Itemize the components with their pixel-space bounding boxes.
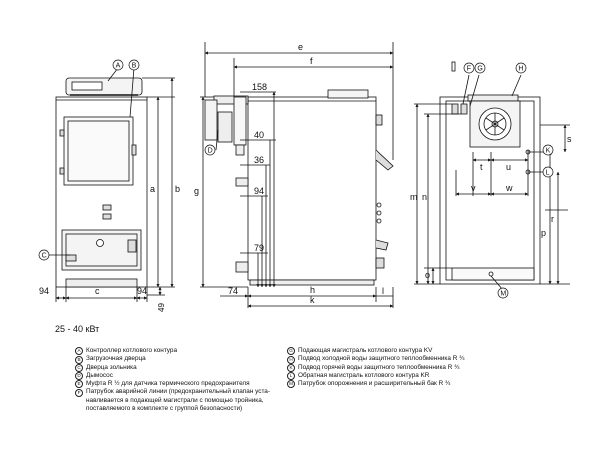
legend-text: Подвод горячей воды защитного теплообмен… (298, 363, 460, 371)
legend-marker: D (75, 372, 83, 381)
dim-p: p (541, 228, 546, 238)
dim-r: r (551, 214, 554, 224)
legend-marker: B (75, 355, 83, 364)
callout-d: D (208, 148, 213, 155)
legend-text: Подвод холодной воды защитного теплообме… (298, 355, 465, 363)
dim-o: o (425, 270, 430, 280)
dim-v: v (471, 183, 476, 193)
dim-49: 49 (157, 303, 166, 312)
legend-marker: H (287, 355, 295, 364)
legend-marker: M (287, 380, 295, 389)
dim-f: f (310, 56, 313, 66)
power-range-caption: 25 - 40 кВт (55, 324, 100, 334)
dim-40: 40 (254, 130, 264, 140)
legend-text: Муфта R ½ для датчика термического предо… (86, 380, 250, 388)
dim-a: a (150, 184, 155, 194)
dim-94-left: 94 (39, 286, 49, 296)
callout-g: G (477, 66, 482, 73)
dim-k: k (310, 295, 315, 305)
legend-text: поставляемого в комплекте с группой безо… (86, 405, 243, 413)
dim-h: h (310, 285, 315, 295)
callout-l: L (546, 170, 550, 177)
dim-g: g (194, 186, 199, 196)
callout-m: M (500, 291, 506, 298)
legend-marker: G (287, 347, 295, 356)
dim-t: t (480, 162, 483, 172)
legend-marker: K (287, 363, 295, 372)
legend-row: навливается в подающей магистрали с помо… (75, 397, 270, 405)
dim-94-right: 94 (137, 286, 147, 296)
legend-text: Подающая магистраль котлового контура KV (298, 347, 433, 354)
legend-text: Дверца зольника (86, 363, 137, 371)
dim-l: l (382, 286, 384, 296)
callout-k: K (546, 148, 551, 155)
dim-u: u (506, 162, 511, 172)
dim-79: 79 (254, 243, 264, 253)
dim-s: s (567, 134, 572, 144)
callout-b: B (132, 63, 137, 70)
dim-74: 74 (228, 286, 238, 296)
side-body (247, 96, 377, 281)
dim-b: b (175, 184, 180, 194)
dim-n: n (422, 192, 427, 202)
legend-marker: L (287, 372, 295, 381)
callouts (38, 59, 554, 299)
side-view (200, 42, 394, 308)
legend-marker: F (75, 388, 83, 397)
dim-94-side: 94 (254, 186, 264, 196)
legend-text: Дымосос (86, 371, 113, 379)
legend-text: Патрубок аварийной линии (предохранитель… (86, 388, 270, 396)
dim-w: w (505, 183, 513, 193)
legend-text: Загрузочная дверца (86, 355, 146, 363)
legend-text: Контроллер котлового контура (86, 347, 178, 354)
dimension-labels: c 94 94 a b 49 e f g 158 40 36 94 79 h k… (39, 42, 572, 312)
callout-letters: A B C D F G H K L M (42, 63, 551, 298)
legend-text: Обратная магистраль котлового контура KR (298, 371, 430, 379)
dim-m: m (410, 192, 418, 202)
dim-c: c (95, 286, 100, 296)
callout-f: F (467, 66, 471, 73)
legend-marker: C (75, 363, 83, 372)
callout-h: H (518, 66, 523, 73)
rear-view (414, 61, 570, 291)
legend-text: Патрубок опорожнения и расширительный ба… (298, 380, 451, 388)
callout-c: C (42, 253, 47, 260)
dim-158: 158 (252, 82, 267, 92)
legend-marker: A (75, 347, 83, 356)
dim-e: e (298, 42, 303, 52)
legend-row: поставляемого в комплекте с группой безо… (75, 405, 270, 413)
front-view (47, 67, 175, 302)
legend-text: навливается в подающей магистрали с помо… (86, 396, 264, 404)
legend-marker: E (75, 380, 83, 389)
dim-36: 36 (254, 155, 264, 165)
loading-door (63, 116, 134, 186)
callout-a: A (116, 63, 121, 70)
